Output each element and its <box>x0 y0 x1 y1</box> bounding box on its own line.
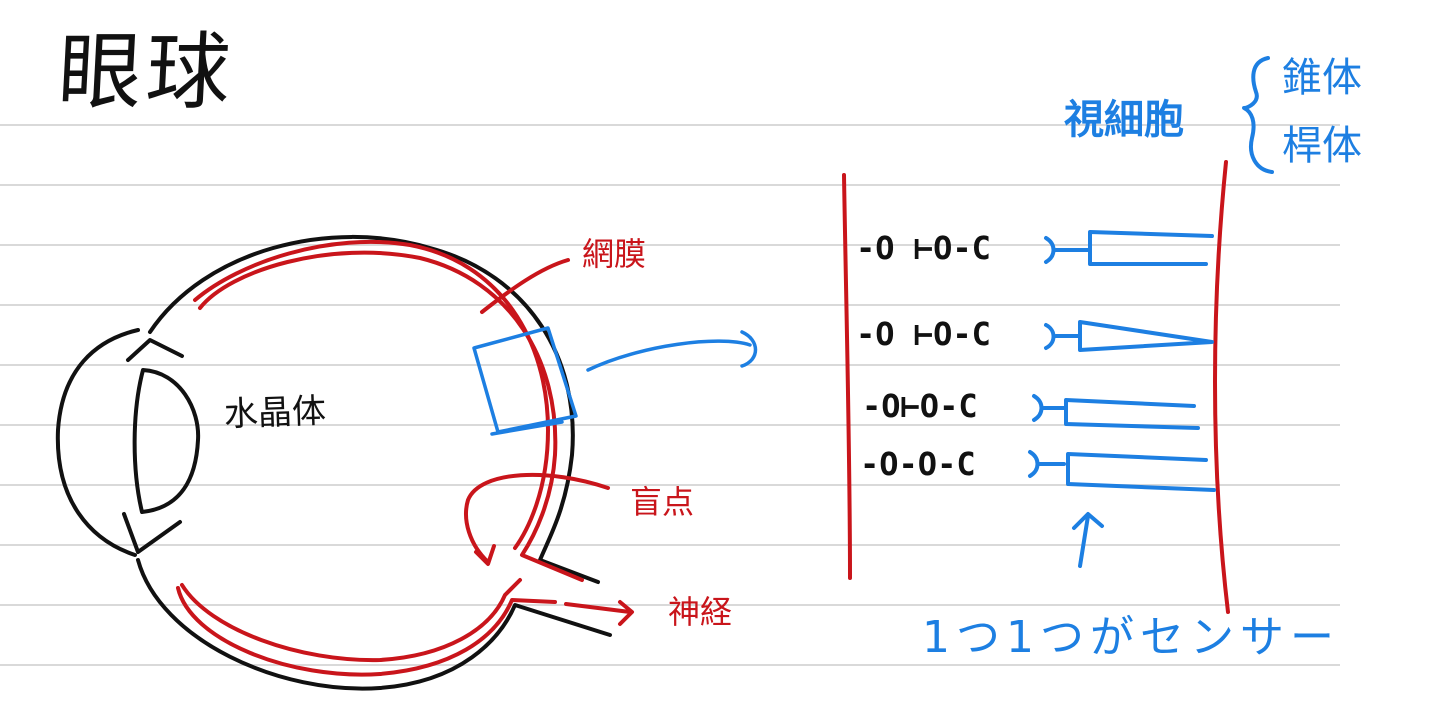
photoreceptor-body-4 <box>1066 452 1216 492</box>
cell-type-brace <box>1242 56 1274 174</box>
zoom-connector-bracket <box>740 330 758 368</box>
zoom-region-box <box>472 326 578 434</box>
blind-spot-arrow <box>464 472 610 564</box>
eyeball-outline <box>148 234 600 584</box>
cell-layer-right-wall <box>1213 160 1230 614</box>
retina-label: 網膜 <box>582 235 647 273</box>
photoreceptor-connector-3 <box>1032 394 1066 422</box>
iris-mark-lower <box>122 512 182 554</box>
page-title: 眼球 <box>55 23 237 121</box>
sensor-arrow <box>1072 512 1104 568</box>
eyeball-lower-outline <box>136 558 612 691</box>
lens-outline <box>132 368 201 514</box>
cell-chain-1: -O ⊢O-C <box>856 229 991 267</box>
photoreceptor-body-1 <box>1088 230 1214 266</box>
iris-mark-upper <box>126 338 184 362</box>
lens-label: 水晶体 <box>223 391 327 435</box>
photoreceptor-connector-4 <box>1028 450 1066 478</box>
photoreceptor-body-3 <box>1064 398 1200 430</box>
retina-lower-outer <box>176 586 557 677</box>
cell-chain-3: -O⊢O-C <box>862 387 978 425</box>
cell-chain-4: -O-O-C <box>860 445 976 483</box>
retina-leader-line <box>480 258 570 314</box>
cell-chain-2: -O ⊢O-C <box>856 315 991 353</box>
blind-spot-label: 盲点 <box>630 483 695 521</box>
retina-lower-inner <box>180 578 522 663</box>
nerve-arrow <box>564 602 632 614</box>
cornea-outline <box>55 328 140 557</box>
blind-spot-arrowhead <box>474 544 496 566</box>
sensor-note: 1つ1つがセンサー <box>922 612 1340 663</box>
zoom-region-bottom <box>490 420 564 436</box>
cell-type-rod: 桿体 <box>1282 123 1362 169</box>
nerve-label: 神経 <box>668 593 733 631</box>
photoreceptor-connector-1 <box>1044 236 1090 264</box>
cell-type-cone: 錐体 <box>1282 55 1362 101</box>
retina-upper-inner <box>193 239 550 550</box>
photoreceptor-connector-2 <box>1044 323 1082 350</box>
cell-layer-left-wall <box>842 173 852 580</box>
retina-upper-outer <box>198 250 584 582</box>
photoreceptor-heading: 視細胞 <box>1064 97 1184 143</box>
zoom-connector <box>586 339 752 372</box>
photoreceptor-body-2 <box>1078 320 1214 352</box>
ruled-lines <box>0 124 1340 666</box>
nerve-arrowhead <box>618 600 634 626</box>
